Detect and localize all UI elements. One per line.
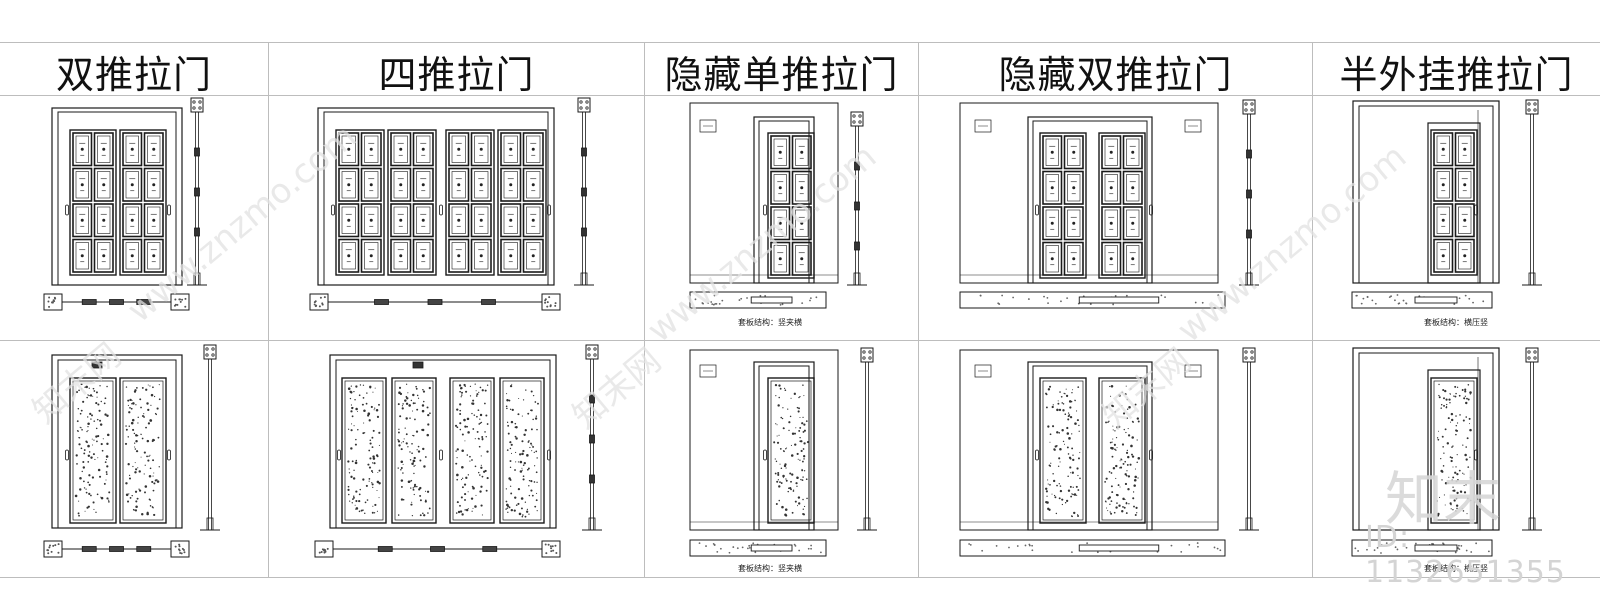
frame-structure-caption: 套板结构：横压竖 (1424, 564, 1488, 573)
hidden-single-sliding-door-glass-elevation (689, 347, 877, 557)
frame-structure-caption: 套板结构：横压竖 (1424, 318, 1488, 327)
header-half-hung-sliding-door: 半外挂推拉门 (1339, 52, 1574, 97)
half-hung-sliding-door-grid-elevation (1351, 99, 1542, 309)
four-panel-sliding-door-grid-elevation (309, 97, 594, 311)
header-hidden-single-sliding-door: 隐藏单推拉门 (664, 52, 899, 97)
double-sliding-door-glass-elevation (43, 344, 220, 558)
header-double-sliding-door: 双推拉门 (55, 52, 212, 97)
brand-logo-watermark: 知末 (1385, 465, 1502, 533)
double-sliding-door-grid-elevation (43, 97, 207, 311)
four-panel-sliding-door-glass-elevation (314, 344, 602, 558)
frame-structure-caption: 套板结构：竖夹横 (738, 564, 802, 573)
image-id-watermark: ID: 1132651355 (1365, 520, 1566, 590)
half-hung-sliding-door-glass-elevation (1351, 347, 1542, 557)
header-hidden-double-sliding-door: 隐藏双推拉门 (998, 52, 1233, 97)
frame-structure-caption: 套板结构：竖夹横 (738, 318, 802, 327)
hidden-single-sliding-door-grid-elevation (689, 102, 867, 309)
header-four-panel-sliding-door: 四推拉门 (378, 52, 535, 97)
hidden-double-sliding-door-glass-elevation (959, 347, 1259, 557)
hidden-double-sliding-door-grid-elevation (959, 99, 1259, 309)
